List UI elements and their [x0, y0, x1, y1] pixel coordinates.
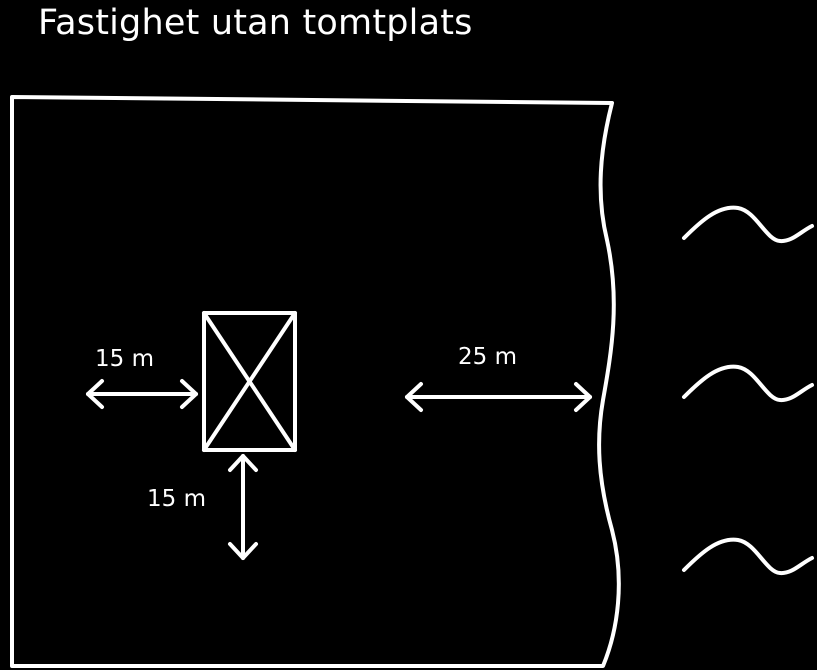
- diagram-title: Fastighet utan tomtplats: [38, 3, 473, 43]
- wave-icon: [682, 537, 814, 576]
- left-distance-label: 15 m: [95, 346, 154, 372]
- property-boundary: [10, 95, 621, 668]
- water-distance-label: 25 m: [458, 344, 517, 370]
- wave-icon: [682, 364, 814, 403]
- water-distance-arrow: [405, 382, 592, 412]
- bottom-distance-arrow: [228, 454, 258, 560]
- left-distance-arrow: [86, 379, 198, 409]
- bottom-distance-label: 15 m: [147, 486, 206, 512]
- wave-icon: [682, 205, 814, 244]
- building-footprint-x-icon: [202, 311, 297, 452]
